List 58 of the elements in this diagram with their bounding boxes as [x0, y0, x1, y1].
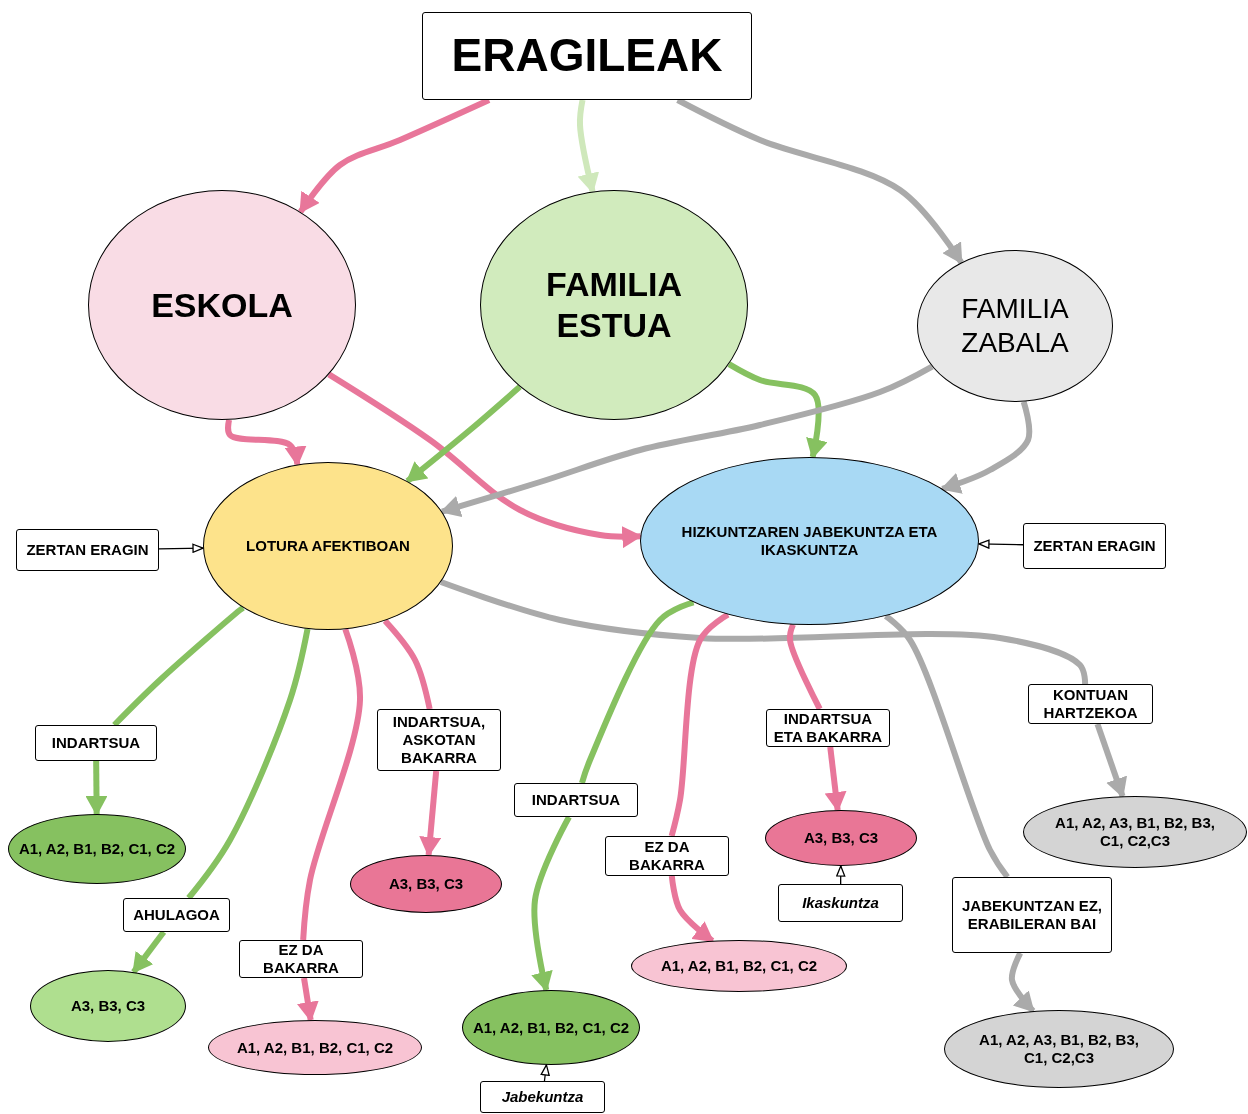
node-text: Jabekuntza — [501, 1088, 584, 1106]
node-text: A1, A2, A3, B1, B2, B3, C1, C2,C3 — [978, 1031, 1140, 1067]
arrow — [940, 400, 1033, 494]
arrow — [824, 746, 847, 812]
node-text: FAMILIA ZABALA — [960, 292, 1070, 360]
arrow — [158, 543, 204, 553]
arrow — [836, 865, 846, 885]
node-text: ERAGILEAK — [451, 28, 723, 84]
node-text: A3, B3, C3 — [70, 997, 146, 1015]
node-text: INDARTSUA, ASKOTAN BAKARRA — [391, 713, 487, 767]
label-box — [377, 709, 501, 771]
node-text: INDARTSUA — [531, 791, 621, 809]
node-text: ZERTAN ERAGIN — [1033, 537, 1156, 555]
label-box — [1028, 684, 1153, 724]
node-text: ZERTAN ERAGIN — [26, 541, 149, 559]
node-text: A1, A2, B1, B2, C1, C2 — [236, 1038, 394, 1057]
node-text: KONTUAN HARTZEKOA — [1042, 686, 1139, 722]
node-text: A1, A2, A3, B1, B2, B3, C1, C2,C3 — [1054, 814, 1216, 850]
arrow — [405, 384, 522, 484]
node-text: A3, B3, C3 — [388, 875, 464, 893]
node-text: INDARTSUA — [51, 734, 141, 752]
arrow — [327, 371, 643, 549]
arrow — [225, 419, 307, 467]
node-text: EZ DA BAKARRA — [262, 941, 340, 977]
arrow — [440, 363, 934, 517]
node-text: HIZKUNTZAREN JABEKUNTZA ETA IKASKUNTZA — [680, 523, 939, 559]
label-box — [605, 836, 729, 876]
label-box — [952, 877, 1112, 953]
note-box — [16, 529, 159, 571]
label-box — [123, 898, 230, 932]
node-text: LOTURA AFEKTIBOAN — [246, 537, 410, 555]
note-box — [480, 1081, 605, 1113]
node-text: ESKOLA — [151, 284, 293, 326]
node-text: A3, B3, C3 — [803, 829, 879, 847]
note-box — [778, 884, 903, 922]
title-box — [422, 12, 752, 100]
node-text: EZ DA BAKARRA — [628, 838, 706, 874]
arrow — [419, 770, 442, 857]
node-text: A1, A2, B1, B2, C1, C2 — [472, 1018, 630, 1037]
label-box — [514, 783, 638, 817]
node-text: A1, A2, B1, B2, C1, C2 — [18, 840, 176, 858]
label-box — [766, 709, 890, 747]
node-text: Ikaskuntza — [802, 894, 879, 912]
arrow — [540, 1064, 550, 1082]
arrow — [297, 977, 319, 1022]
note-box — [1023, 523, 1166, 569]
label-box — [239, 940, 363, 978]
arrow — [131, 930, 167, 974]
label-box — [35, 725, 157, 761]
arrow — [727, 361, 828, 459]
node-text: JABEKUNTZAN EZ, ERABILERAN BAI — [961, 897, 1103, 933]
node-text: INDARTSUA ETA BAKARRA — [773, 710, 883, 746]
arrow — [85, 760, 108, 816]
node-text: AHULAGOA — [133, 906, 220, 924]
node-text: A1, A2, B1, B2, C1, C2 — [660, 957, 818, 975]
arrow — [531, 815, 572, 992]
arrow — [978, 539, 1024, 549]
node-text: FAMILIA ESTUA — [545, 264, 683, 346]
